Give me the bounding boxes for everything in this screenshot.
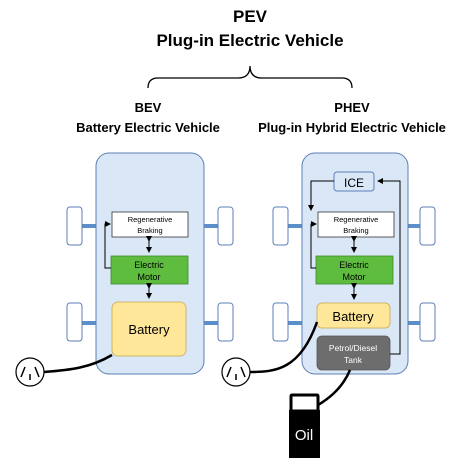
phev-charging-cable	[249, 321, 319, 374]
bev-wheel-rear-right	[217, 302, 234, 342]
phev-arrow-tank-to-ice	[377, 178, 401, 355]
phev-wheel-rear-left	[272, 302, 289, 342]
phev-arrow-ice-to-motor	[308, 180, 334, 211]
oil-can: Oil	[289, 369, 352, 458]
phev-plug	[221, 321, 319, 387]
bev-motor-label-1: Electric	[134, 260, 164, 270]
oil-can-label: Oil	[295, 427, 313, 444]
phev-battery-box	[316, 302, 391, 329]
oil-can-body	[289, 410, 320, 458]
phev-regen-label-2: Braking	[343, 226, 368, 235]
phev-plug-socket-icon	[221, 357, 251, 387]
phev-wheel-front-right	[419, 206, 436, 246]
bev-plug	[15, 353, 113, 387]
bev-subtitle: Battery Electric Vehicle	[76, 120, 220, 135]
bev-regen-braking-box	[111, 211, 189, 238]
bev-battery-label: Battery	[128, 322, 170, 337]
pev-subtitle: Plug-in Electric Vehicle	[156, 31, 343, 50]
phev-ice-label: ICE	[344, 176, 364, 190]
oil-can-cap	[289, 393, 320, 413]
phev-regen-label-1: Regenerative	[334, 215, 379, 224]
bev-wheel-rear-left	[66, 302, 83, 342]
phev-wheel-rear-right	[419, 302, 436, 342]
phev-tank-label-2: Tank	[344, 355, 363, 365]
bev-arrow-motor-to-regen	[104, 221, 111, 269]
bev-regen-label-1: Regenerative	[128, 215, 173, 224]
bev-car: Regenerative Braking Electric Motor Batt…	[66, 152, 234, 375]
phev-motor-label-2: Motor	[342, 272, 365, 282]
phev-car: ICE Regenerative Braking Electric Motor …	[272, 152, 436, 375]
phev-tank-box	[316, 335, 391, 371]
fuel-hose	[317, 369, 352, 407]
phev-arrow-motor-to-regen	[310, 221, 317, 269]
phev-battery-label: Battery	[332, 309, 374, 324]
bev-plug-socket-icon	[15, 357, 45, 387]
phev-motor-label-1: Electric	[339, 260, 369, 270]
phev-wheel-front-left	[272, 206, 289, 246]
phev-title: PHEV	[334, 100, 370, 115]
phev-electric-motor-box	[315, 255, 394, 285]
phev-tank-label-1: Petrol/Diesel	[329, 343, 377, 353]
grouping-brace	[147, 65, 353, 89]
bev-wheel-front-right	[217, 206, 234, 246]
bev-motor-label-2: Motor	[137, 272, 160, 282]
bev-regen-label-2: Braking	[137, 226, 162, 235]
bev-charging-cable	[43, 353, 113, 374]
bev-title: BEV	[135, 100, 162, 115]
pev-title: PEV	[233, 7, 268, 26]
phev-subtitle: Plug-in Hybrid Electric Vehicle	[258, 120, 446, 135]
bev-wheel-front-left	[66, 206, 83, 246]
bev-battery-box	[111, 301, 187, 357]
